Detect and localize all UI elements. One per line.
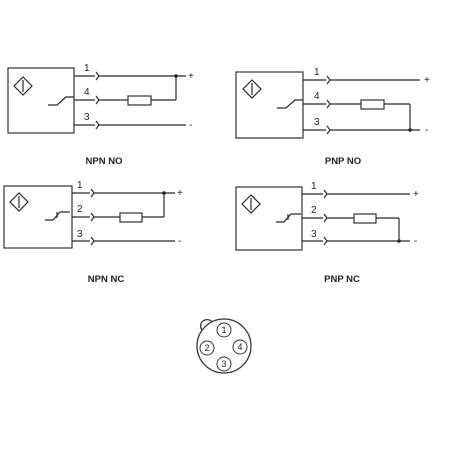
connector-pin: 1	[216, 322, 232, 338]
resistor	[119, 212, 143, 223]
pin-label-2: 2	[77, 204, 83, 215]
sensor-icon	[9, 192, 29, 212]
sensor-body	[3, 185, 73, 249]
plus-sign: +	[424, 75, 430, 86]
minus-sign: -	[425, 125, 428, 136]
connector-outline	[196, 318, 252, 374]
minus-sign: -	[178, 236, 181, 247]
diagram-label: NPN NC	[88, 274, 125, 285]
connector-pinout: 1 2 3 4	[196, 318, 252, 374]
connector-pin: 2	[199, 340, 215, 356]
switch-no-icon	[277, 99, 303, 109]
diagram-label: PNP NO	[325, 156, 361, 167]
pin-label-1: 1	[77, 180, 83, 191]
pin-label-2: 2	[311, 205, 317, 216]
connector-pin: 3	[216, 356, 232, 372]
connector-key-notch	[199, 318, 213, 331]
minus-sign: -	[189, 120, 192, 131]
diagram-npn-no: 1 4 3 + - NPN NO	[7, 63, 194, 167]
sensor-body	[7, 67, 75, 134]
resistor	[353, 213, 377, 224]
connector-pin-label-2: 2	[204, 343, 209, 353]
sensor-icon	[241, 194, 261, 214]
connector-pin-label-3: 3	[221, 359, 226, 369]
pin-label-3: 3	[77, 229, 83, 240]
diagram-label: NPN NO	[86, 156, 123, 167]
sensor-icon	[242, 79, 262, 99]
diagram-pnp-nc: 1 2 3 + - PNP NC	[235, 181, 419, 285]
switch-nc-icon	[276, 213, 301, 223]
minus-sign: -	[414, 236, 417, 247]
pin-label-3: 3	[314, 117, 320, 128]
diagram-pnp-no: 1 4 3 + - PNP NO	[235, 67, 430, 167]
plus-sign: +	[188, 71, 194, 82]
pin-label-2: 4	[314, 91, 320, 102]
diagram-label: PNP NC	[324, 274, 360, 285]
pin-label-1: 1	[84, 63, 90, 74]
switch-nc-icon	[45, 211, 70, 221]
sensor-icon	[13, 76, 33, 96]
sensor-body	[235, 71, 304, 139]
pin-label-1: 1	[311, 181, 317, 192]
pin-label-3: 3	[84, 112, 90, 123]
plus-sign: +	[413, 189, 419, 200]
connector-pin-label-4: 4	[237, 342, 242, 352]
connector-pin: 4	[232, 339, 248, 355]
sensor-body	[235, 186, 303, 251]
pin-label-3: 3	[311, 229, 317, 240]
resistor	[360, 99, 385, 110]
diagram-npn-nc: 1 2 3 + - NPN NC	[3, 180, 183, 285]
pin-label-1: 1	[314, 67, 320, 78]
resistor	[127, 95, 152, 106]
connector-pin-label-1: 1	[221, 325, 226, 335]
plus-sign: +	[177, 188, 183, 199]
pin-label-2: 4	[84, 87, 90, 98]
switch-no-icon	[48, 96, 74, 106]
